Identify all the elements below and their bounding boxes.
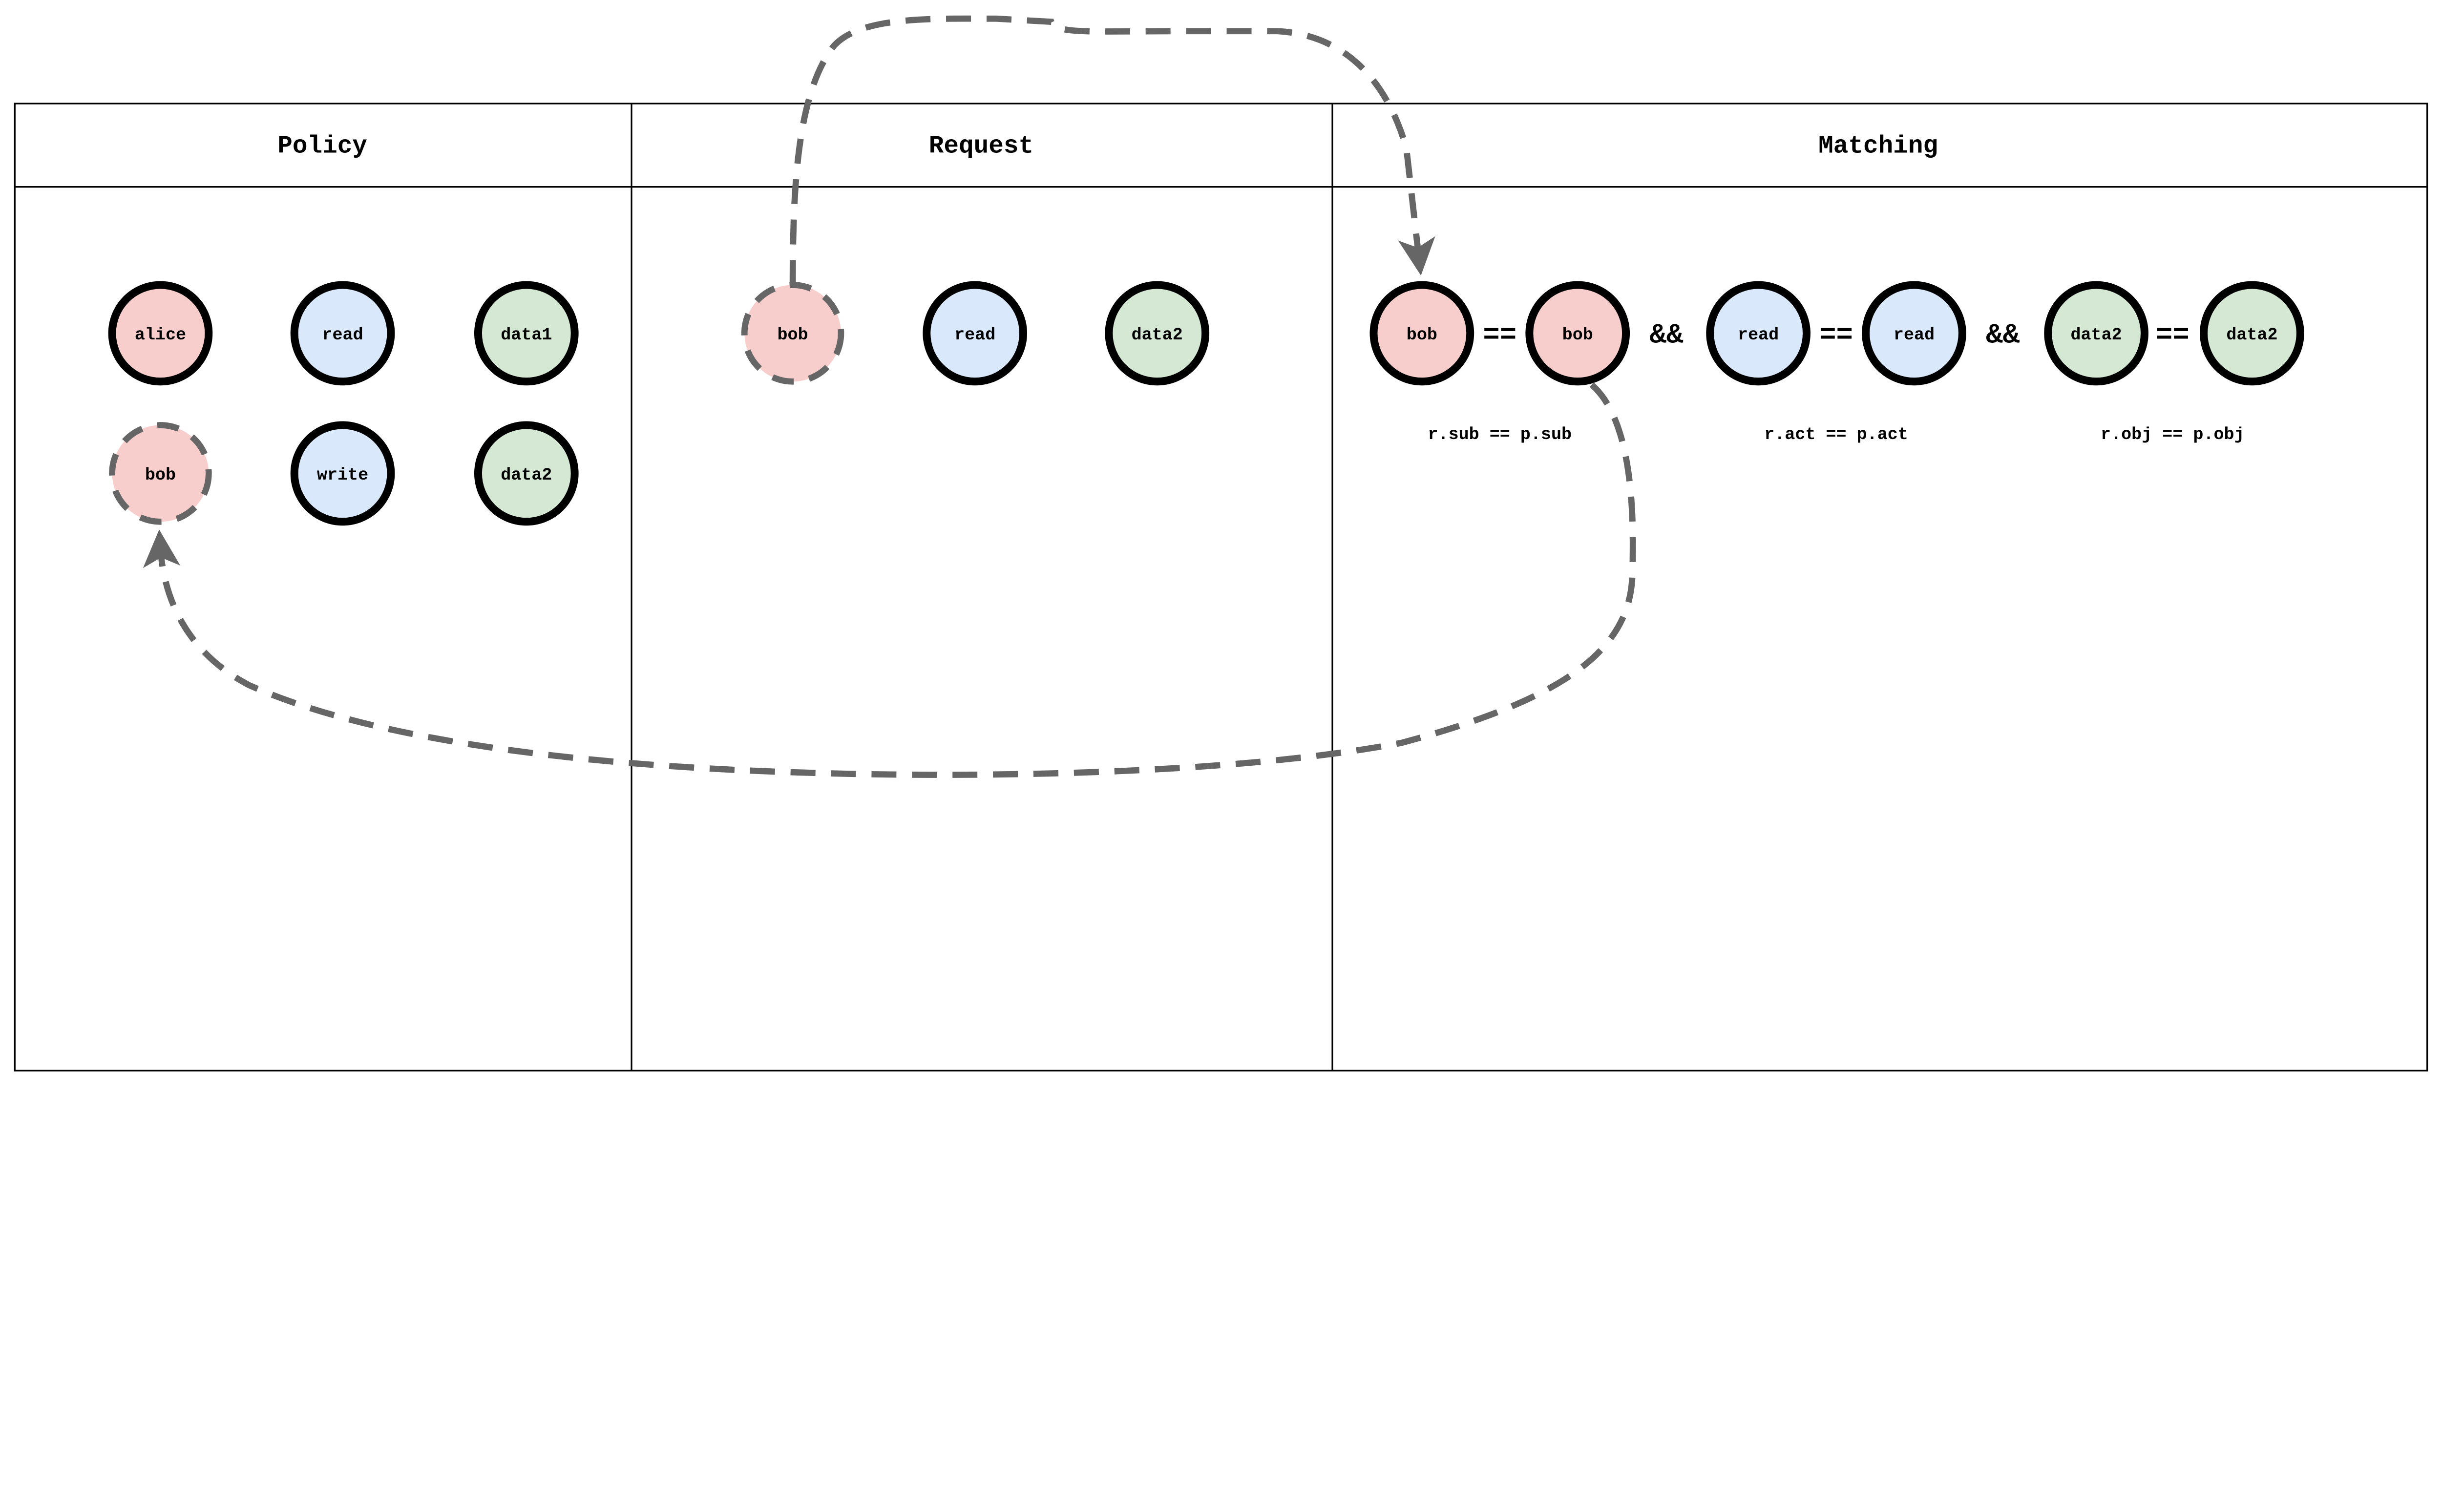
node-label: read [954, 325, 995, 345]
node-label: data2 [2070, 325, 2122, 345]
node-label: read [1738, 325, 1779, 345]
node-label: data2 [501, 465, 552, 485]
node-label: data2 [2226, 325, 2277, 345]
matching-node-action: read [1862, 281, 1966, 386]
request-node-subject: bob [741, 282, 844, 385]
diagram-frame [14, 103, 2428, 1071]
matching-to-policy-arrow [143, 382, 1636, 778]
matching-node-subject: bob [1369, 281, 1474, 386]
policy-node-subject: alice [108, 281, 213, 386]
node-label: write [317, 465, 368, 485]
node-label: bob [1407, 325, 1437, 345]
request-to-matching-arrow [789, 15, 1435, 285]
policy-node-action: read [290, 281, 395, 386]
policy-node-action: write [290, 421, 395, 526]
node-circle [109, 422, 212, 525]
node-circle [290, 421, 395, 526]
matching-node-object: data2 [2044, 281, 2148, 386]
node-label: bob [778, 325, 808, 345]
node-label: read [322, 325, 363, 345]
request-title: Request [929, 132, 1033, 160]
node-circle [290, 281, 395, 386]
node-circle [1862, 281, 1966, 386]
policy-node-object: data2 [474, 421, 579, 526]
node-label: bob [1562, 325, 1593, 345]
policy-node-object: data1 [474, 281, 579, 386]
expression-obj: r.obj == p.obj [2101, 425, 2245, 444]
policy-title: Policy [277, 132, 367, 160]
node-label: read [1894, 325, 1935, 345]
node-circle [2200, 281, 2304, 386]
matching-node-object: data2 [2200, 281, 2304, 386]
node-circle [923, 281, 1027, 386]
and-operator: && [1650, 320, 1684, 352]
equals-operator: == [2156, 320, 2189, 352]
expression-act: r.act == p.act [1764, 425, 1908, 444]
and-operator: && [1986, 320, 2020, 352]
equals-operator: == [1483, 320, 1516, 352]
node-label: data2 [1132, 325, 1183, 345]
policy-request-matching-diagram: Policy Request Matching alice read data1 bo… [14, 15, 2428, 1071]
node-label: data1 [501, 325, 552, 345]
node-circle [2044, 281, 2148, 386]
equals-operator: == [1819, 320, 1853, 352]
node-circle [1525, 281, 1630, 386]
node-label: alice [135, 325, 186, 345]
policy-node-subject: bob [109, 422, 212, 525]
node-circle [1369, 281, 1474, 386]
request-node-object: data2 [1105, 281, 1210, 386]
node-circle [1105, 281, 1210, 386]
node-circle [1706, 281, 1810, 386]
matching-title: Matching [1818, 132, 1938, 160]
node-circle [474, 281, 579, 386]
matching-node-subject: bob [1525, 281, 1630, 386]
node-circle [474, 421, 579, 526]
matching-node-action: read [1706, 281, 1810, 386]
node-circle [108, 281, 213, 386]
node-label: bob [145, 465, 176, 485]
request-node-action: read [923, 281, 1027, 386]
expression-sub: r.sub == p.sub [1428, 425, 1572, 444]
